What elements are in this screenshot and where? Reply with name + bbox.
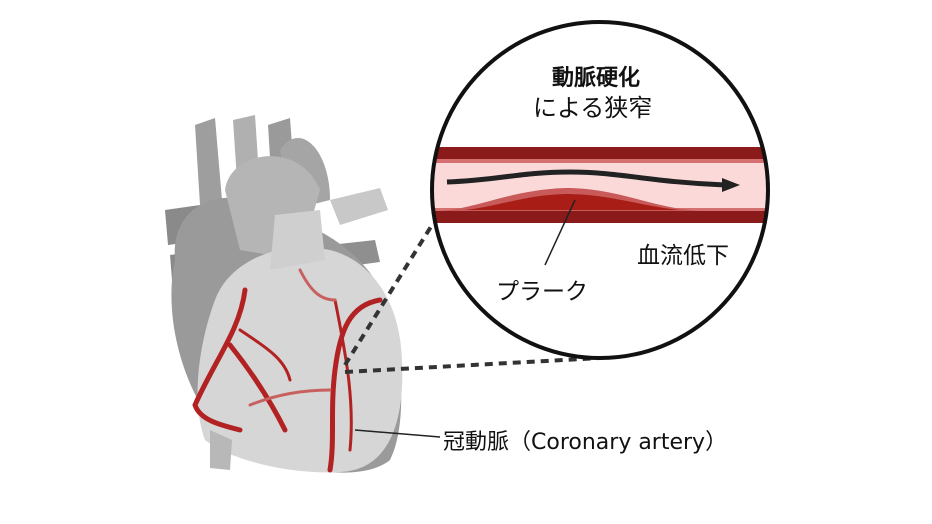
heart-illustration bbox=[165, 115, 403, 473]
arrow-head-icon bbox=[722, 178, 740, 192]
zoom-circle-border bbox=[430, 20, 770, 360]
zoom-dashed-line-bottom bbox=[344, 356, 601, 374]
blood-flow-arrow bbox=[446, 169, 726, 188]
title-sub: による狭窄 bbox=[533, 94, 653, 122]
title-bold: 動脈硬化 bbox=[552, 66, 641, 91]
blood-flow-label: 血流低下 bbox=[637, 243, 729, 269]
vessel-cross-section bbox=[432, 147, 768, 223]
artery-leader-line bbox=[354, 429, 441, 438]
coronary-arteries bbox=[192, 268, 383, 473]
artery-label: 冠動脈（Coronary artery） bbox=[443, 430, 728, 455]
plaque-leader-line bbox=[544, 199, 576, 266]
plaque bbox=[465, 194, 680, 210]
plaque-label: プラーク bbox=[496, 279, 588, 305]
